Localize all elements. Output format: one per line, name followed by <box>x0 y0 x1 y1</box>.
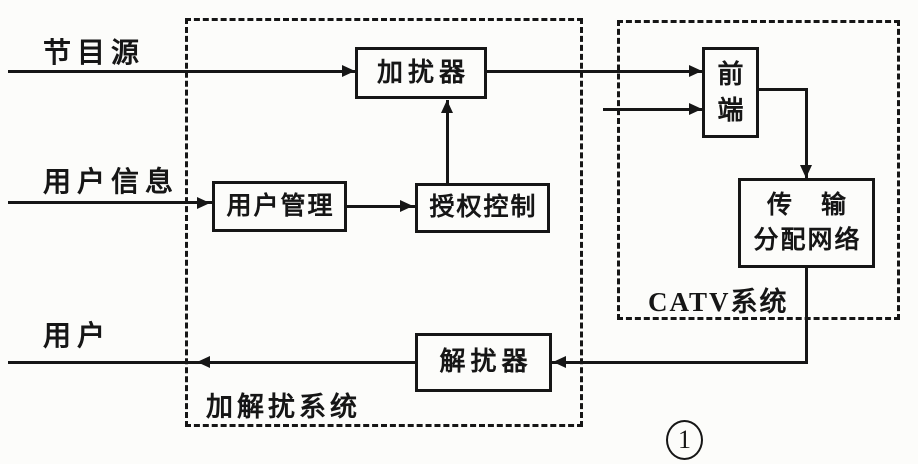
user-management-box: 用户管理 <box>212 181 347 232</box>
catv-system-label: CATV系统 <box>648 287 789 317</box>
line-authorization-to-scrambler <box>446 100 449 184</box>
arrowhead-into-user-management <box>197 197 210 209</box>
line-user-info-to-user-management <box>8 201 212 204</box>
arrowhead-toward-user <box>197 356 210 368</box>
line-user-management-to-authorization <box>347 205 415 208</box>
user-info-label: 用户信息 <box>43 167 180 198</box>
scrambling-system-label: 加解扰系统 <box>206 392 361 422</box>
line-headend-output-horizontal <box>758 88 808 91</box>
scrambling-system-region <box>185 18 583 427</box>
line-transmission-down <box>805 268 808 364</box>
scrambler-label: 加扰器 <box>376 57 470 87</box>
arrowhead-into-headend-top <box>689 65 702 77</box>
line-descrambler-to-user <box>8 361 415 364</box>
figure-number: 1 <box>678 425 691 454</box>
line-scrambler-to-headend <box>487 70 702 73</box>
descrambler-label: 解扰器 <box>439 347 533 377</box>
transmission-label-line1: 传 输 <box>766 192 848 219</box>
program-source-label: 节目源 <box>43 38 146 69</box>
arrowhead-into-descrambler <box>553 356 566 368</box>
user-management-label: 用户管理 <box>226 192 335 220</box>
descrambler-box: 解扰器 <box>415 333 552 392</box>
line-program-source-to-scrambler <box>8 70 355 73</box>
transmission-label-line2: 分配网络 <box>753 227 862 254</box>
catv-system-region <box>617 20 900 320</box>
arrowhead-into-headend-bottom <box>689 103 702 115</box>
headend-label-line2: 端 <box>717 95 744 125</box>
headend-box: 前 端 <box>702 47 759 138</box>
figure-number-circle: 1 <box>666 420 703 460</box>
headend-label-line1: 前 <box>717 60 744 90</box>
authorization-control-box: 授权控制 <box>415 183 550 233</box>
arrowhead-into-scrambler <box>342 65 355 77</box>
line-other-input-to-headend <box>603 108 702 111</box>
arrowhead-up-into-scrambler <box>441 100 453 113</box>
scrambler-box: 加扰器 <box>355 47 487 99</box>
line-headend-to-transmission <box>805 88 808 178</box>
user-label: 用户 <box>43 321 112 352</box>
line-transmission-to-descrambler <box>552 361 808 364</box>
authorization-control-label: 授权控制 <box>429 194 538 222</box>
arrowhead-into-authorization <box>400 200 413 212</box>
arrowhead-into-transmission <box>800 165 812 178</box>
transmission-network-box: 传 输 分配网络 <box>738 178 875 268</box>
